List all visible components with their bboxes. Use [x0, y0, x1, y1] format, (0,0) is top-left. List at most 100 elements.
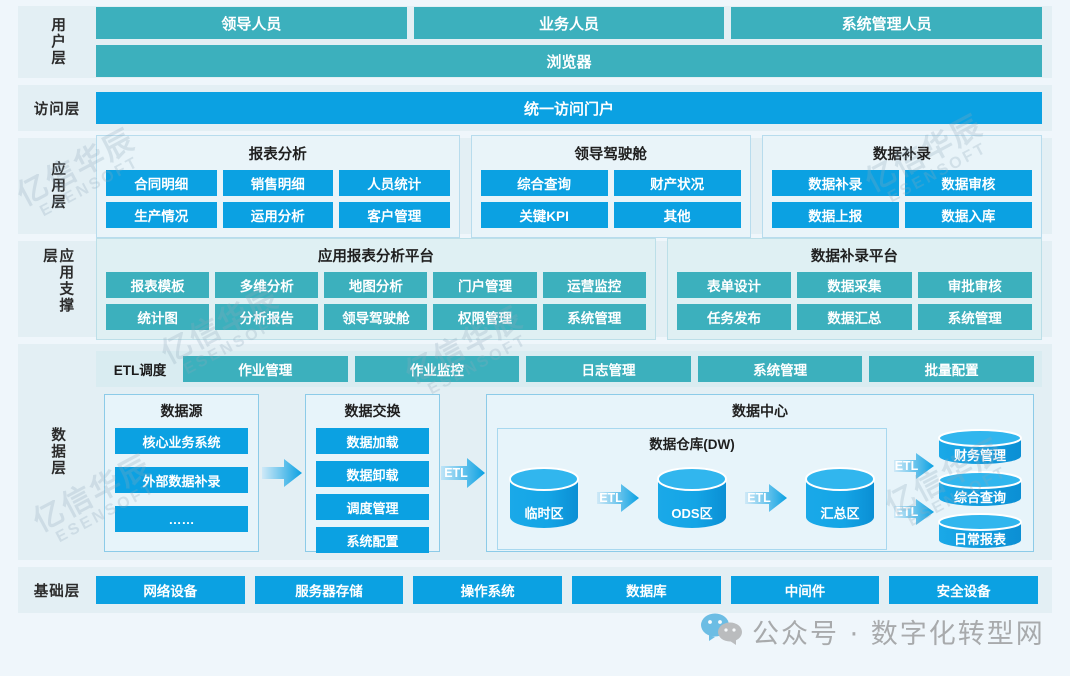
data-exchange-load[interactable]: 数据加载: [316, 428, 429, 454]
unified-portal-chip[interactable]: 统一访问门户: [96, 92, 1042, 124]
support-item-analysis-report[interactable]: 分析报告: [215, 304, 319, 330]
support-item-system-management-2[interactable]: 系统管理: [917, 304, 1032, 330]
app-item-integrated-query[interactable]: 综合查询: [480, 169, 608, 196]
dw-zone-temp[interactable]: 临时区: [508, 467, 580, 529]
user-role-leader[interactable]: 领导人员: [96, 7, 407, 39]
app-item-staff-stats[interactable]: 人员统计: [339, 169, 450, 196]
app-item-contract-detail[interactable]: 合同明细: [106, 169, 217, 196]
output-arrow-2-label: ETL: [894, 505, 919, 519]
etl-schedule-label: ETL调度: [113, 363, 167, 378]
data-exchange-title: 数据交换: [344, 403, 401, 419]
app-group-report-analysis: 报表分析 合同明细 销售明细 人员统计 生产情况 运用分析 客户管理: [96, 134, 460, 238]
output-cyl-finance-label: 财务管理: [953, 448, 1006, 463]
user-browser-row: 浏览器: [96, 45, 1042, 77]
base-item-network-device[interactable]: 网络设备: [95, 576, 245, 604]
data-source-external-entry[interactable]: 外部数据补录: [115, 467, 248, 493]
data-source-ellipsis[interactable]: ……: [115, 506, 248, 532]
support-item-map-analysis[interactable]: 地图分析: [324, 272, 428, 298]
support-item-multidim-analysis[interactable]: 多维分析: [215, 272, 319, 298]
etl-arrow-label: ETL: [444, 466, 468, 480]
base-item-database[interactable]: 数据库: [572, 576, 721, 604]
user-role-admin[interactable]: 系统管理人员: [731, 7, 1043, 39]
etl-item-batch-config[interactable]: 批量配置: [869, 356, 1034, 382]
support-item-task-publish[interactable]: 任务发布: [676, 304, 792, 330]
layer-data-label: 数据层: [49, 427, 66, 477]
data-source-box: 数据源 核心业务系统 外部数据补录 ……: [104, 394, 259, 552]
support-item-portal-management[interactable]: 门户管理: [433, 272, 537, 298]
dw-arrow-2: ETL: [745, 481, 787, 515]
app-item-production-status[interactable]: 生产情况: [106, 201, 217, 228]
data-warehouse-title: 数据仓库(DW): [649, 437, 735, 452]
base-item-security-device[interactable]: 安全设备: [889, 576, 1039, 604]
support-group-title: 数据补录平台: [810, 249, 898, 265]
app-item-operation-analysis[interactable]: 运用分析: [222, 201, 333, 228]
etl-item-job-monitor[interactable]: 作业监控: [354, 356, 520, 382]
app-group-title: 数据补录: [872, 146, 931, 163]
app-group-data-entry: 数据补录 数据补录 数据审核 数据上报 数据入库: [761, 134, 1042, 238]
layer-access-label: 访问层: [33, 101, 81, 118]
output-cyl-query[interactable]: 综合查询: [937, 470, 1023, 508]
dw-zone-ods[interactable]: ODS区: [656, 467, 728, 529]
support-item-report-template[interactable]: 报表模板: [106, 272, 210, 298]
support-item-leader-cockpit[interactable]: 领导驾驶舱: [324, 304, 428, 330]
app-item-data-report[interactable]: 数据上报: [771, 201, 899, 228]
etl-item-job-management[interactable]: 作业管理: [183, 356, 348, 382]
app-item-data-entry[interactable]: 数据补录: [771, 169, 899, 196]
etl-item-system-management[interactable]: 系统管理: [697, 356, 863, 382]
data-center-title: 数据中心: [732, 403, 788, 419]
dw-arrow-2-label: ETL: [747, 491, 771, 505]
base-item-server-storage[interactable]: 服务器存储: [254, 576, 404, 604]
browser-chip[interactable]: 浏览器: [96, 45, 1042, 77]
output-cyl-finance[interactable]: 财务管理: [937, 428, 1023, 466]
output-cyl-daily-report[interactable]: 日常报表: [937, 512, 1023, 550]
support-group-report-platform: 应用报表分析平台 报表模板 多维分析 地图分析 门户管理 运营监控 统计图 分析…: [96, 238, 656, 340]
data-exchange-sysconfig[interactable]: 系统配置: [316, 527, 429, 553]
app-item-customer-management[interactable]: 客户管理: [339, 201, 450, 228]
layer-base: 基础层 网络设备 服务器存储 操作系统 数据库 中间件 安全设备: [18, 567, 1052, 613]
data-flow-area: 数据源 核心业务系统 外部数据补录 ……: [96, 394, 1042, 553]
data-center-outputs: ETL ETL: [893, 428, 1023, 550]
support-item-approval-audit[interactable]: 审批审核: [917, 272, 1032, 298]
support-item-system-management[interactable]: 系统管理: [542, 304, 646, 330]
data-exchange-schedule[interactable]: 调度管理: [316, 494, 429, 520]
support-item-operation-monitor[interactable]: 运营监控: [542, 272, 646, 298]
app-group-title: 领导驾驶舱: [574, 146, 647, 163]
output-arrow-2: ETL: [894, 498, 934, 526]
dw-arrow-1: ETL: [597, 481, 639, 515]
layer-user: 用户层 领导人员 业务人员 系统管理人员 浏览器: [18, 6, 1052, 78]
app-item-asset-status[interactable]: 财产状况: [613, 169, 741, 196]
user-role-business[interactable]: 业务人员: [413, 7, 725, 39]
layer-access: 访问层 统一访问门户: [18, 85, 1052, 131]
dw-zone-ods-label: ODS区: [671, 506, 713, 521]
flow-arrow-exchange-to-center: ETL: [440, 394, 486, 552]
app-item-key-kpi[interactable]: 关键KPI: [480, 201, 608, 228]
base-item-middleware[interactable]: 中间件: [730, 576, 880, 604]
dw-zone-summary-label: 汇总区: [820, 506, 860, 521]
flow-arrow-source-to-exchange: [259, 394, 305, 552]
data-source-title: 数据源: [160, 403, 203, 419]
base-item-operating-system[interactable]: 操作系统: [413, 576, 562, 604]
app-item-data-warehouse-in[interactable]: 数据入库: [904, 201, 1032, 228]
app-item-sales-detail[interactable]: 销售明细: [222, 169, 333, 196]
app-item-other[interactable]: 其他: [613, 201, 741, 228]
app-group-title: 报表分析: [248, 146, 307, 163]
output-cyl-query-label: 综合查询: [953, 490, 1006, 505]
app-item-data-audit[interactable]: 数据审核: [904, 169, 1032, 196]
support-item-data-collection[interactable]: 数据采集: [797, 272, 912, 298]
data-source-core-system[interactable]: 核心业务系统: [115, 428, 248, 454]
layer-data: 数据层 ETL调度 作业管理 作业监控 日志管理 系统管理 批量配置 数据源 核…: [18, 344, 1052, 560]
layer-application-label: 应用层: [49, 161, 66, 211]
dw-zone-summary[interactable]: 汇总区: [804, 467, 876, 529]
support-item-statistical-chart[interactable]: 统计图: [106, 304, 210, 330]
etl-item-log-management[interactable]: 日志管理: [526, 356, 691, 382]
support-group-title: 应用报表分析平台: [317, 249, 434, 265]
output-cyl-daily-report-label: 日常报表: [953, 532, 1006, 547]
layer-base-label: 基础层: [33, 583, 81, 600]
support-item-data-summary[interactable]: 数据汇总: [797, 304, 912, 330]
support-item-permission-management[interactable]: 权限管理: [433, 304, 537, 330]
layer-user-label: 用户层: [49, 17, 66, 67]
support-item-form-design[interactable]: 表单设计: [676, 272, 792, 298]
output-arrow-1: ETL: [894, 452, 934, 480]
data-exchange-unload[interactable]: 数据卸载: [316, 461, 429, 487]
